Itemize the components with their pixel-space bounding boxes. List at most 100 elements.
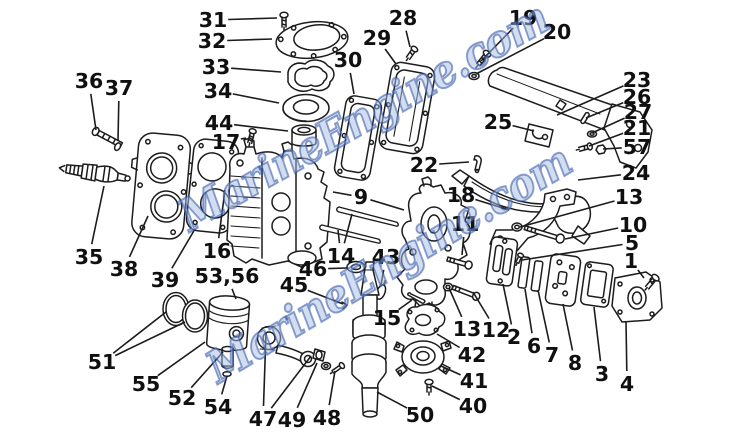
- part-number-label: 51: [88, 350, 117, 374]
- leader-line: [128, 215, 149, 258]
- part-exhaust-outer-cover-29: [378, 61, 436, 155]
- part-number-label: 6: [527, 334, 541, 358]
- part-cylinder-block-16: [226, 137, 331, 268]
- part-number-label: 36: [75, 69, 104, 93]
- part-number-label: 45: [280, 273, 309, 297]
- leader-line: [370, 199, 405, 211]
- leader-line: [537, 289, 551, 343]
- leader-line: [625, 320, 628, 372]
- part-number-label: 54: [204, 395, 233, 419]
- part-number-label: 26: [623, 85, 652, 109]
- part-number-label: 30: [334, 48, 363, 72]
- part-washer-37: [113, 142, 122, 152]
- part-screw-1: [644, 273, 660, 291]
- part-number-label: 49: [278, 408, 307, 432]
- part-number-label: 1: [624, 249, 638, 273]
- part-number-label: 20: [543, 20, 572, 44]
- part-number-label: 29: [363, 26, 392, 50]
- leader-line: [228, 17, 278, 21]
- part-screw-21: [575, 142, 594, 152]
- part-number-label: 8: [568, 351, 582, 375]
- part-seal-46: [346, 260, 366, 274]
- part-piston-53-56: [205, 295, 251, 352]
- leader-line: [227, 38, 273, 42]
- leader-line: [588, 132, 624, 147]
- part-wrist-pin-52: [221, 345, 234, 369]
- part-number-label: 35: [75, 245, 104, 269]
- part-number-label: 10: [619, 213, 648, 237]
- leader-line: [171, 228, 196, 269]
- leader-line: [376, 391, 408, 409]
- leader-line: [480, 27, 514, 62]
- part-clamp-25: [524, 123, 554, 148]
- part-bolt-10: [523, 225, 565, 244]
- leader-line: [436, 333, 461, 349]
- part-crankshaft-50: [351, 261, 387, 418]
- part-number-label: 17: [212, 130, 241, 154]
- part-number-label: 50: [406, 403, 435, 427]
- leader-line: [524, 288, 533, 334]
- part-number-label: 41: [460, 369, 489, 393]
- part-reed-stop-8: [544, 253, 582, 307]
- part-number-label: 43: [372, 245, 401, 269]
- leader-line: [585, 101, 624, 119]
- part-number-label: 16: [203, 239, 232, 263]
- part-number-label: 31: [199, 8, 228, 32]
- part-pin-15: [407, 292, 426, 304]
- leader-line: [337, 229, 341, 244]
- leader-line: [591, 117, 625, 134]
- leader-line: [512, 124, 535, 132]
- part-number-label: 42: [458, 343, 487, 367]
- part-number-label: 47: [249, 407, 278, 431]
- part-number-label: 13: [453, 317, 482, 341]
- part-screw-40: [424, 378, 434, 396]
- part-number-label: 40: [459, 394, 488, 418]
- leader-line: [461, 236, 465, 256]
- leader-line: [398, 299, 413, 311]
- leader-line: [220, 375, 228, 395]
- part-number-label: 28: [389, 6, 418, 30]
- part-rods-14: [319, 206, 399, 244]
- part-number-label: 33: [202, 55, 231, 79]
- leader-line: [114, 321, 186, 357]
- leader-line: [157, 341, 206, 377]
- part-number-label: 4: [620, 372, 634, 396]
- leader-line: [332, 191, 352, 197]
- part-screw-17: [247, 127, 257, 147]
- part-cylinder-head-cover-38: [130, 132, 195, 240]
- part-bolt-11: [446, 256, 473, 270]
- leader-line: [117, 100, 120, 142]
- part-number-label: 13: [615, 185, 644, 209]
- leader-line: [602, 147, 622, 150]
- part-exhaust-inner-plate-30: [333, 95, 383, 181]
- leader-line: [190, 351, 224, 389]
- part-bearing-44: [291, 124, 317, 147]
- leader-line: [637, 269, 645, 279]
- part-intake-manifold-4: [611, 271, 663, 323]
- leader-line: [343, 213, 353, 244]
- part-number-label: 27: [624, 100, 653, 124]
- part-reed-plate-2: [485, 236, 519, 287]
- part-screw-28: [405, 45, 419, 62]
- leader-line: [475, 37, 545, 75]
- leader-line: [562, 303, 574, 351]
- part-number-label: 44: [205, 111, 234, 135]
- part-number-label: 5: [625, 231, 639, 255]
- part-clip-54: [222, 371, 232, 377]
- part-number-label: 19: [509, 6, 538, 30]
- leader-line: [240, 137, 247, 140]
- leader-line: [328, 267, 348, 270]
- leader-line: [90, 185, 105, 245]
- part-bearing-set-49: [312, 348, 332, 371]
- part-gasket-3: [579, 261, 614, 308]
- part-reed-7: [530, 260, 544, 292]
- part-piston-rings-51: [162, 291, 209, 333]
- leader-line: [439, 161, 470, 165]
- leader-line: [384, 48, 397, 65]
- leader-line: [593, 306, 602, 362]
- leader-line: [307, 289, 344, 305]
- leader-line: [577, 174, 621, 181]
